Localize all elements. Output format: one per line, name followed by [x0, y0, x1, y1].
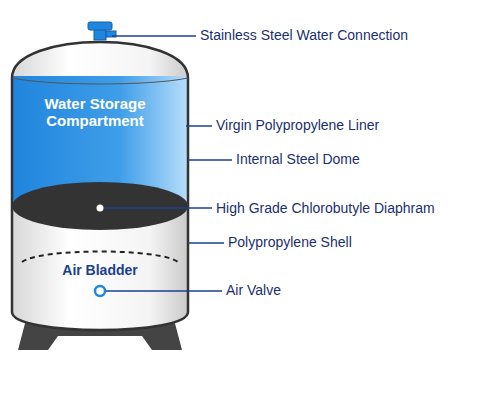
leader-line [188, 159, 232, 161]
water-connection [88, 22, 112, 30]
diaphragm [12, 182, 188, 230]
tank-shell [0, 20, 200, 350]
part-label: Polypropylene Shell [228, 234, 352, 251]
dome-seam [12, 78, 188, 84]
diaphragm-dot [97, 205, 104, 212]
air-valve [95, 286, 105, 296]
leader-line [106, 290, 222, 292]
part-label: High Grade Chlorobutyle Diaphram [216, 200, 435, 217]
leader-line [186, 125, 212, 127]
part-label: Stainless Steel Water Connection [200, 27, 408, 44]
leader-lines [104, 36, 232, 291]
leader-line [112, 35, 196, 37]
leader-line [188, 242, 224, 244]
compartment-label: Water Storage Compartment [30, 95, 160, 129]
bladder-outline [22, 252, 178, 263]
part-label: Virgin Polypropylene Liner [216, 117, 379, 134]
leader-line [104, 207, 212, 209]
bladder-label: Air Bladder [40, 262, 160, 279]
part-label: Internal Steel Dome [236, 151, 360, 168]
part-label: Air Valve [226, 282, 281, 299]
tank-outline [12, 42, 188, 330]
